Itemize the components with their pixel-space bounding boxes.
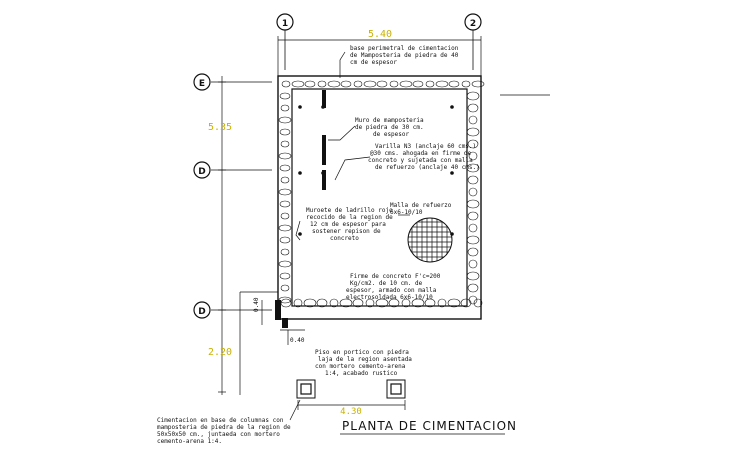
leader-lines [287,51,410,421]
reinforcement-mesh-detail [407,217,453,263]
dim-top: 5.40 [368,29,392,40]
svg-text:D: D [198,307,205,317]
axis-marker-1: 1 [276,13,294,31]
svg-text:Cimentacion en base de columna: Cimentacion en base de columnas conmampo… [157,417,291,445]
dim-bottom: 4.30 [340,407,362,417]
dim-small-horizontal: 0.40 [290,337,305,344]
column-base-right [386,379,406,399]
dim-small-vertical: 0.40 [253,297,260,312]
svg-text:D: D [198,167,205,177]
axis-marker-d-upper: D [193,161,211,179]
dim-left-upper: 5.35 [208,122,232,133]
svg-text:1: 1 [282,19,288,29]
foundation-perimeter-wall [277,75,485,320]
dim-left-lower: 2.20 [208,347,232,358]
axis-marker-d-lower: D [193,301,211,319]
axis-marker-e: E [193,73,211,91]
axis-marker-2: 2 [464,13,482,31]
note-rebar: Varilla N3 (anclaje 60 cms.)@30 cms. aho… [368,143,480,171]
svg-text:E: E [199,79,205,89]
rebar-anchors [275,90,326,328]
svg-text:2: 2 [470,19,476,29]
column-base-left [296,379,316,399]
svg-text:Varilla N3 (anclaje 60 cms.)@3: Varilla N3 (anclaje 60 cms.)@30 cms. aho… [368,143,480,171]
dimension-lines [218,36,482,410]
drawing-title: PLANTA DE CIMENTACION [342,419,517,433]
